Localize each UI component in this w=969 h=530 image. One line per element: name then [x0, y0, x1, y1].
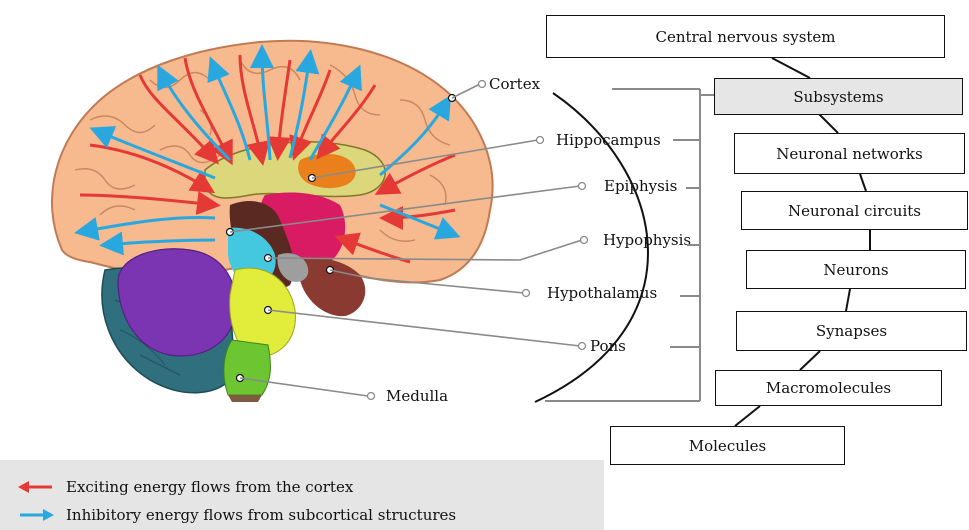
label-cortex: Cortex — [489, 75, 541, 93]
medulla-region — [224, 340, 271, 395]
level-neuronal-networks: Neuronal networks — [734, 133, 965, 174]
brain-illustration — [52, 41, 493, 402]
legend-inhibitory-text: Inhibitory energy flows from subcortical… — [66, 506, 456, 524]
level-macromolecules: Macromolecules — [715, 370, 942, 406]
level-neuronal-circuits: Neuronal circuits — [741, 191, 968, 230]
label-epiphysis: Epiphysis — [604, 177, 677, 195]
legend: Exciting energy flows from the cortex In… — [0, 460, 604, 530]
red-arrow-icon — [18, 481, 54, 493]
blue-arrow-icon — [18, 509, 54, 521]
label-medulla: Medulla — [386, 387, 448, 405]
level-subsystems: Subsystems — [714, 78, 963, 115]
level-central-nervous-system: Central nervous system — [546, 15, 945, 58]
level-molecules: Molecules — [610, 426, 845, 465]
level-neurons: Neurons — [746, 250, 966, 289]
legend-inhibitory: Inhibitory energy flows from subcortical… — [18, 506, 456, 524]
legend-exciting: Exciting energy flows from the cortex — [18, 478, 353, 496]
level-synapses: Synapses — [736, 311, 967, 351]
legend-exciting-text: Exciting energy flows from the cortex — [66, 478, 353, 496]
